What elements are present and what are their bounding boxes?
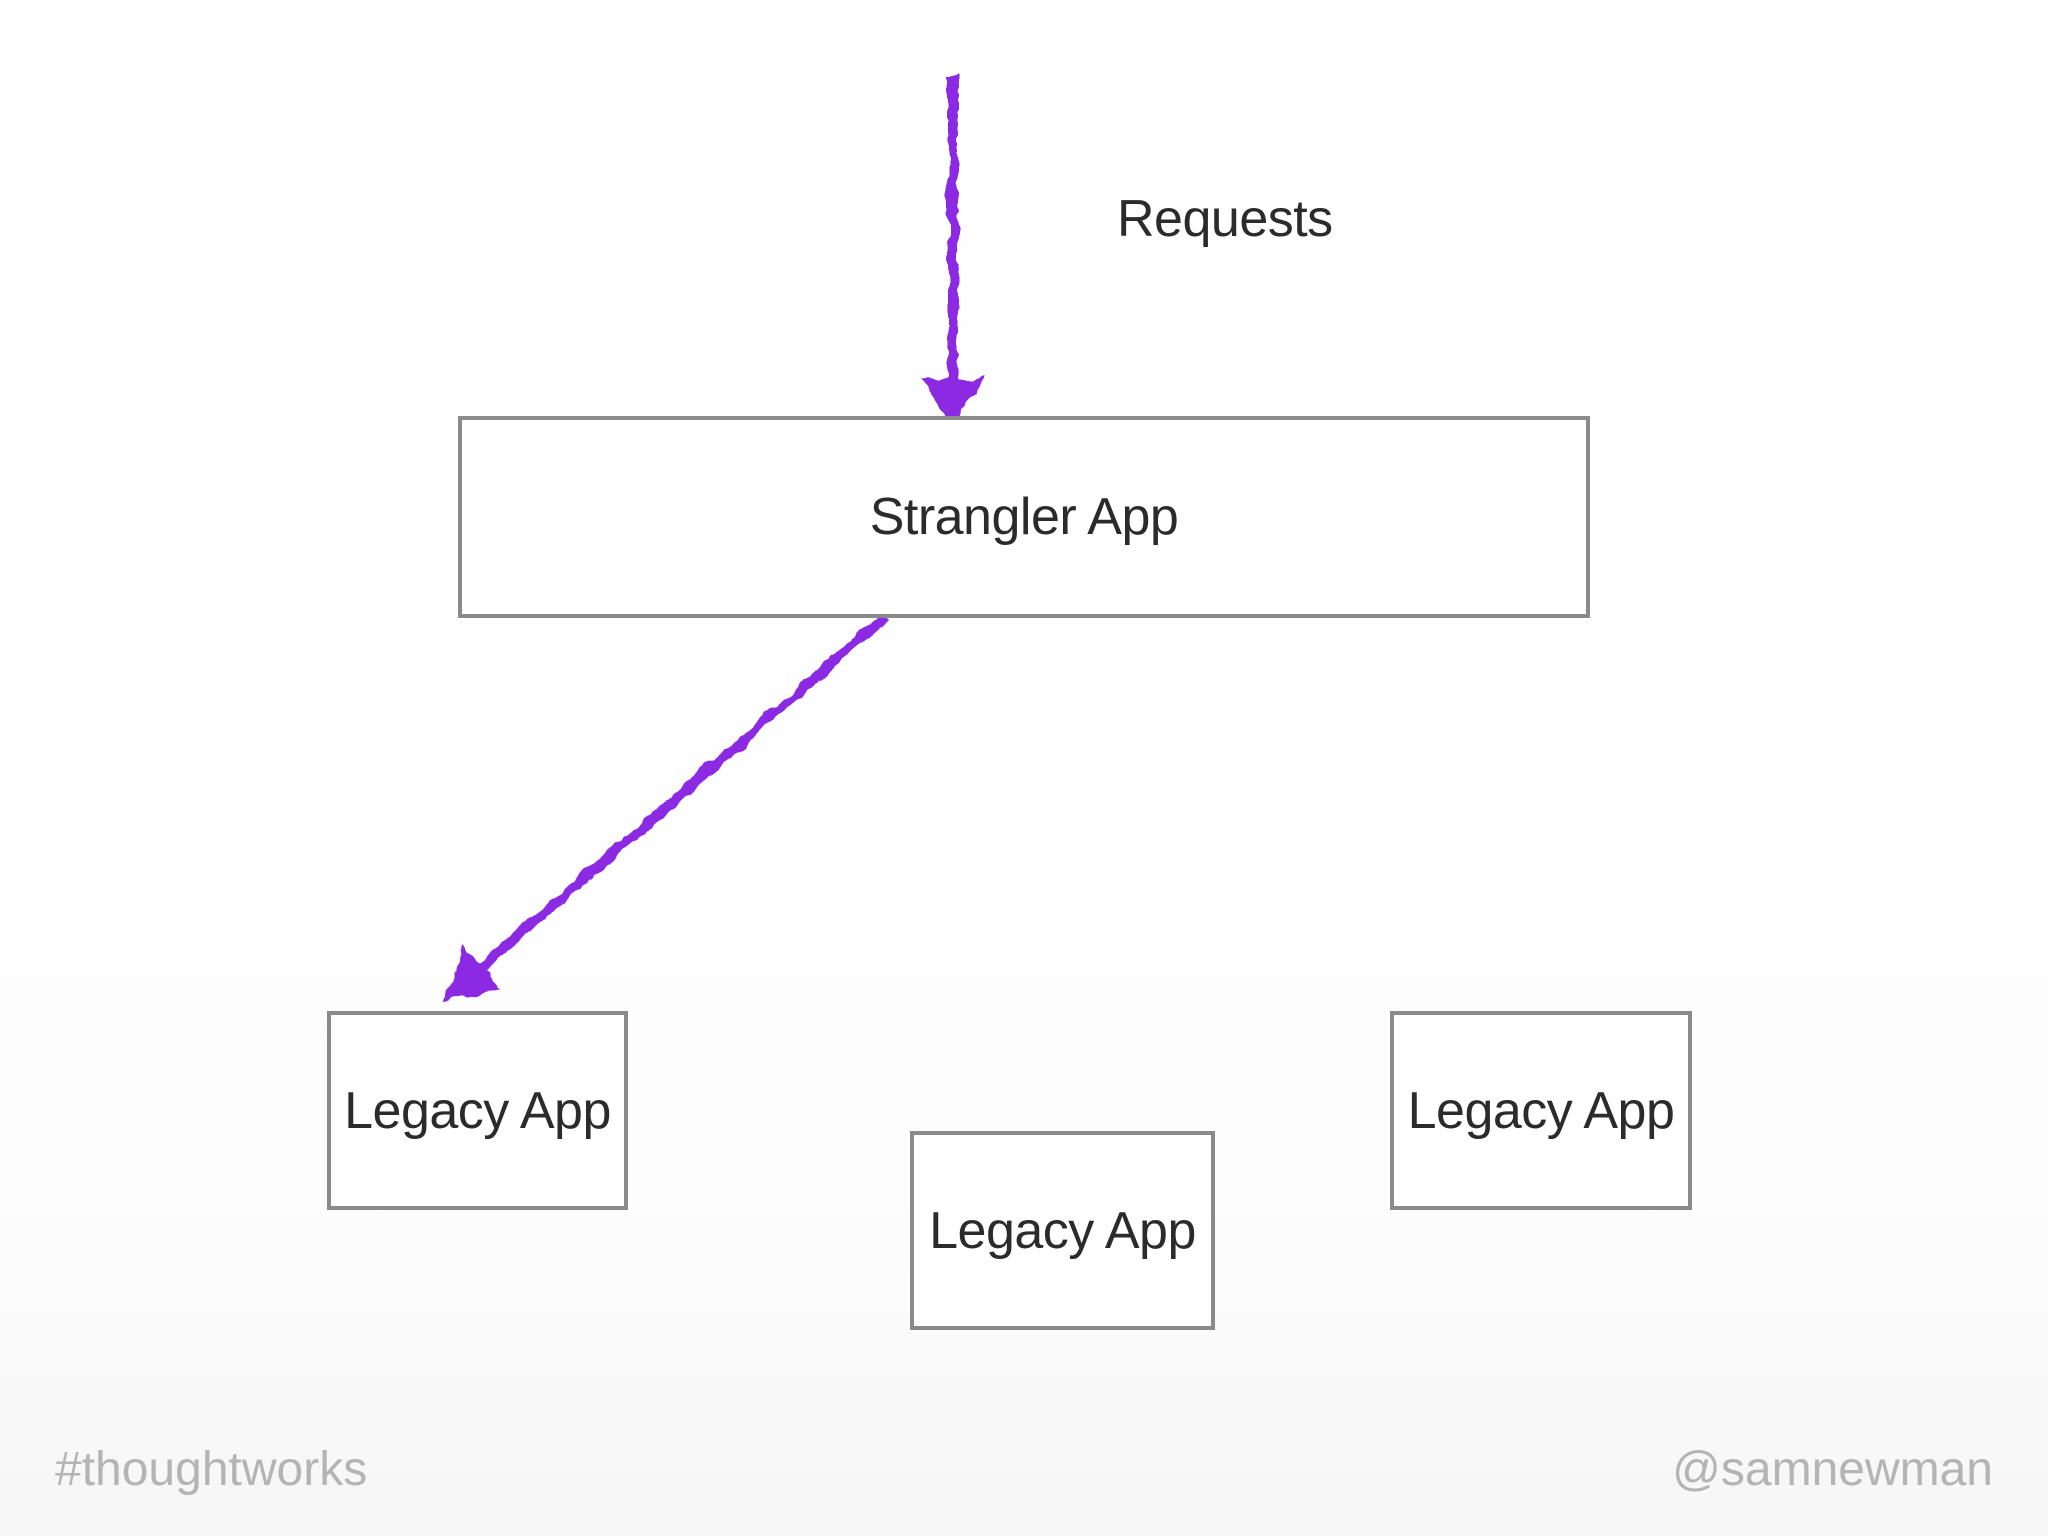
legacy-app-node-3: Legacy App <box>1390 1011 1692 1210</box>
footer-hashtag: #thoughtworks <box>55 1443 368 1496</box>
legacy-app-label-1: Legacy App <box>344 1081 611 1140</box>
legacy-app-node-2: Legacy App <box>910 1131 1215 1330</box>
strangler-to-legacy-arrow <box>442 612 890 1003</box>
requests-arrow <box>922 75 984 431</box>
footer-handle: @samnewman <box>1672 1443 1993 1496</box>
legacy-app-node-1: Legacy App <box>327 1011 628 1210</box>
requests-label: Requests <box>1117 190 1333 248</box>
strangler-app-label: Strangler App <box>869 488 1179 546</box>
legacy-app-label-3: Legacy App <box>1407 1081 1675 1140</box>
strangler-app-node: Strangler App <box>458 416 1590 618</box>
legacy-app-label-2: Legacy App <box>929 1201 1196 1260</box>
